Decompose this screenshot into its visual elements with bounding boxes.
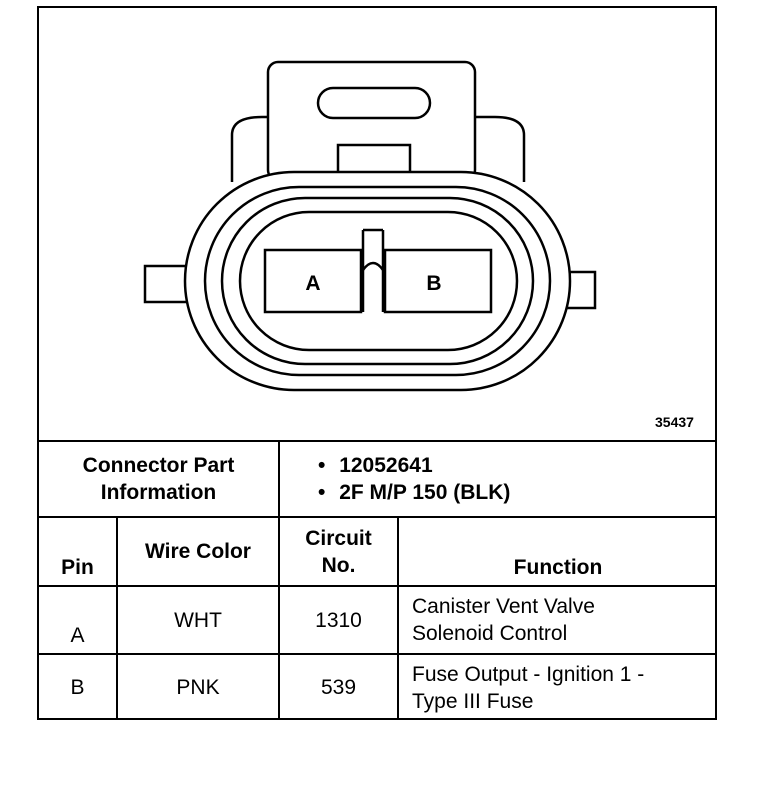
header-circuit-line1: Circuit	[305, 526, 372, 550]
connector-info-label: Connector Part Information	[39, 442, 278, 516]
part-number: 12052641	[339, 454, 433, 477]
bullet: •	[318, 454, 326, 477]
connector-body-ring-2	[203, 185, 552, 377]
pin-cell: A	[70, 624, 85, 647]
divider-col-circuit	[397, 516, 399, 720]
connector-info-item: • 2F M/P 150 (BLK)	[318, 479, 510, 506]
polarization-rib	[361, 228, 385, 312]
header-pin-label: Pin	[61, 556, 94, 579]
table-row-a-function: Canister Vent Valve Solenoid Control	[412, 587, 712, 653]
pin-a-label: A	[305, 272, 320, 295]
table-row-b-pin: B	[39, 655, 116, 720]
table-row-b-circuit: 539	[280, 655, 397, 720]
circuit-cell: 1310	[315, 608, 362, 632]
function-line1: Canister Vent Valve	[412, 595, 595, 618]
header-pin: Pin	[39, 518, 116, 585]
header-wire-color-label: Wire Color	[145, 540, 251, 563]
figure-number: 35437	[655, 414, 694, 430]
terminal-cavity-a	[263, 248, 363, 314]
diagram-frame	[37, 6, 717, 720]
connector-body-outer	[183, 170, 572, 392]
connector-description: 2F M/P 150 (BLK)	[339, 481, 511, 504]
connector-info-item: • 12052641	[318, 452, 433, 479]
header-function-label: Function	[513, 556, 603, 579]
divider-col-wire	[278, 516, 280, 720]
table-row-a-pin: A	[39, 587, 116, 653]
terminal-cavity-b	[383, 248, 493, 314]
divider-col-pin	[116, 516, 118, 720]
divider-connector-info	[37, 516, 717, 518]
divider-row-a	[37, 653, 717, 655]
wire-color-cell: PNK	[176, 676, 220, 699]
wire-color-cell: WHT	[174, 608, 222, 632]
connector-body-ring-4	[238, 210, 519, 352]
table-row-a-circuit: 1310	[280, 587, 397, 653]
divider-drawing	[37, 440, 717, 442]
header-circuit: Circuit No.	[280, 518, 397, 585]
bullet: •	[318, 481, 326, 504]
connector-info-label-line1: Connector Part	[82, 454, 235, 477]
latch-slot	[316, 86, 432, 120]
circuit-cell: 539	[320, 676, 357, 699]
function-line2: Type III Fuse	[412, 689, 534, 713]
header-function: Function	[399, 518, 717, 585]
connector-info-list: • 12052641 • 2F M/P 150 (BLK)	[318, 442, 708, 516]
pin-b-label: B	[426, 272, 441, 295]
connector-body-ring-3	[220, 196, 535, 366]
pin-cell: B	[70, 676, 85, 699]
table-row-b-function: Fuse Output - Ignition 1 - Type III Fuse	[412, 655, 712, 720]
function-line1: Fuse Output - Ignition 1 -	[412, 662, 645, 686]
table-row-b-wire: PNK	[118, 655, 278, 720]
connector-info-label-line2: Information	[100, 481, 217, 504]
header-circuit-line2: No.	[321, 553, 356, 577]
table-row-a-wire: WHT	[118, 587, 278, 653]
function-line2: Solenoid Control	[412, 622, 568, 645]
divider-info-col	[278, 440, 280, 518]
divider-header	[37, 585, 717, 587]
header-wire-color: Wire Color	[118, 518, 278, 585]
connector-drawing: A B	[143, 60, 597, 392]
